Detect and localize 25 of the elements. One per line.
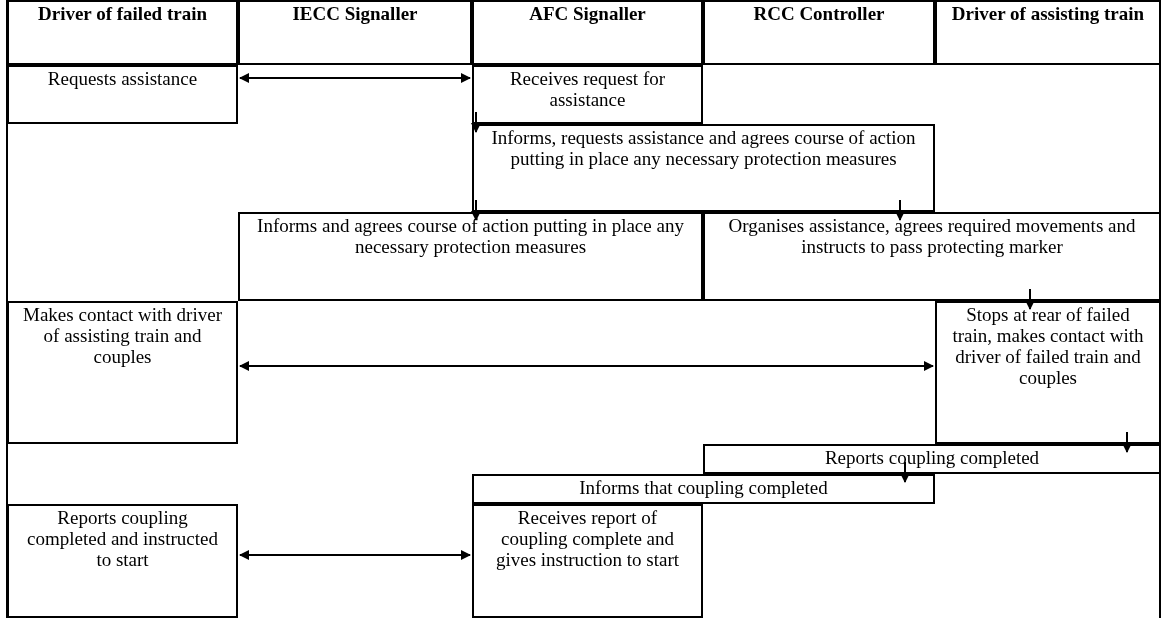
process-box: Reports coupling completed and instructed to start [7,504,238,618]
lane-header: Driver of failed train [7,0,238,65]
lane-header: Driver of assisting train [935,0,1161,65]
process-box: Receives report of coupling complete and gives instruction to start [472,504,703,618]
process-box: Requests assistance [7,65,238,124]
arrow [239,550,471,560]
process-box: Reports coupling completed [703,444,1161,474]
arrow [239,361,934,371]
lane-header: AFC Signaller [472,0,703,65]
process-box: Stops at rear of failed train, makes contact with driver of failed train and couples [935,301,1161,444]
arrow [471,111,481,133]
arrow [239,73,471,83]
process-box: Receives request for assistance [472,65,703,124]
arrow [1122,431,1132,453]
arrow [895,199,905,221]
process-box: Organises assistance, agrees required movements and instructs to pass protecting marker [703,212,1161,301]
process-box: Informs, requests assistance and agrees course of action putting in place any necessary protection measures [472,124,935,212]
process-box: Makes contact with driver of assisting train and couples [7,301,238,444]
arrow [900,461,910,483]
process-box: Informs that coupling completed [472,474,935,504]
lane-header: RCC Controller [703,0,935,65]
arrow [471,199,481,221]
process-box: Informs and agrees course of action putting in place any necessary protection measures [238,212,703,301]
arrow [1025,288,1035,310]
lane-header: IECC Signaller [238,0,472,65]
